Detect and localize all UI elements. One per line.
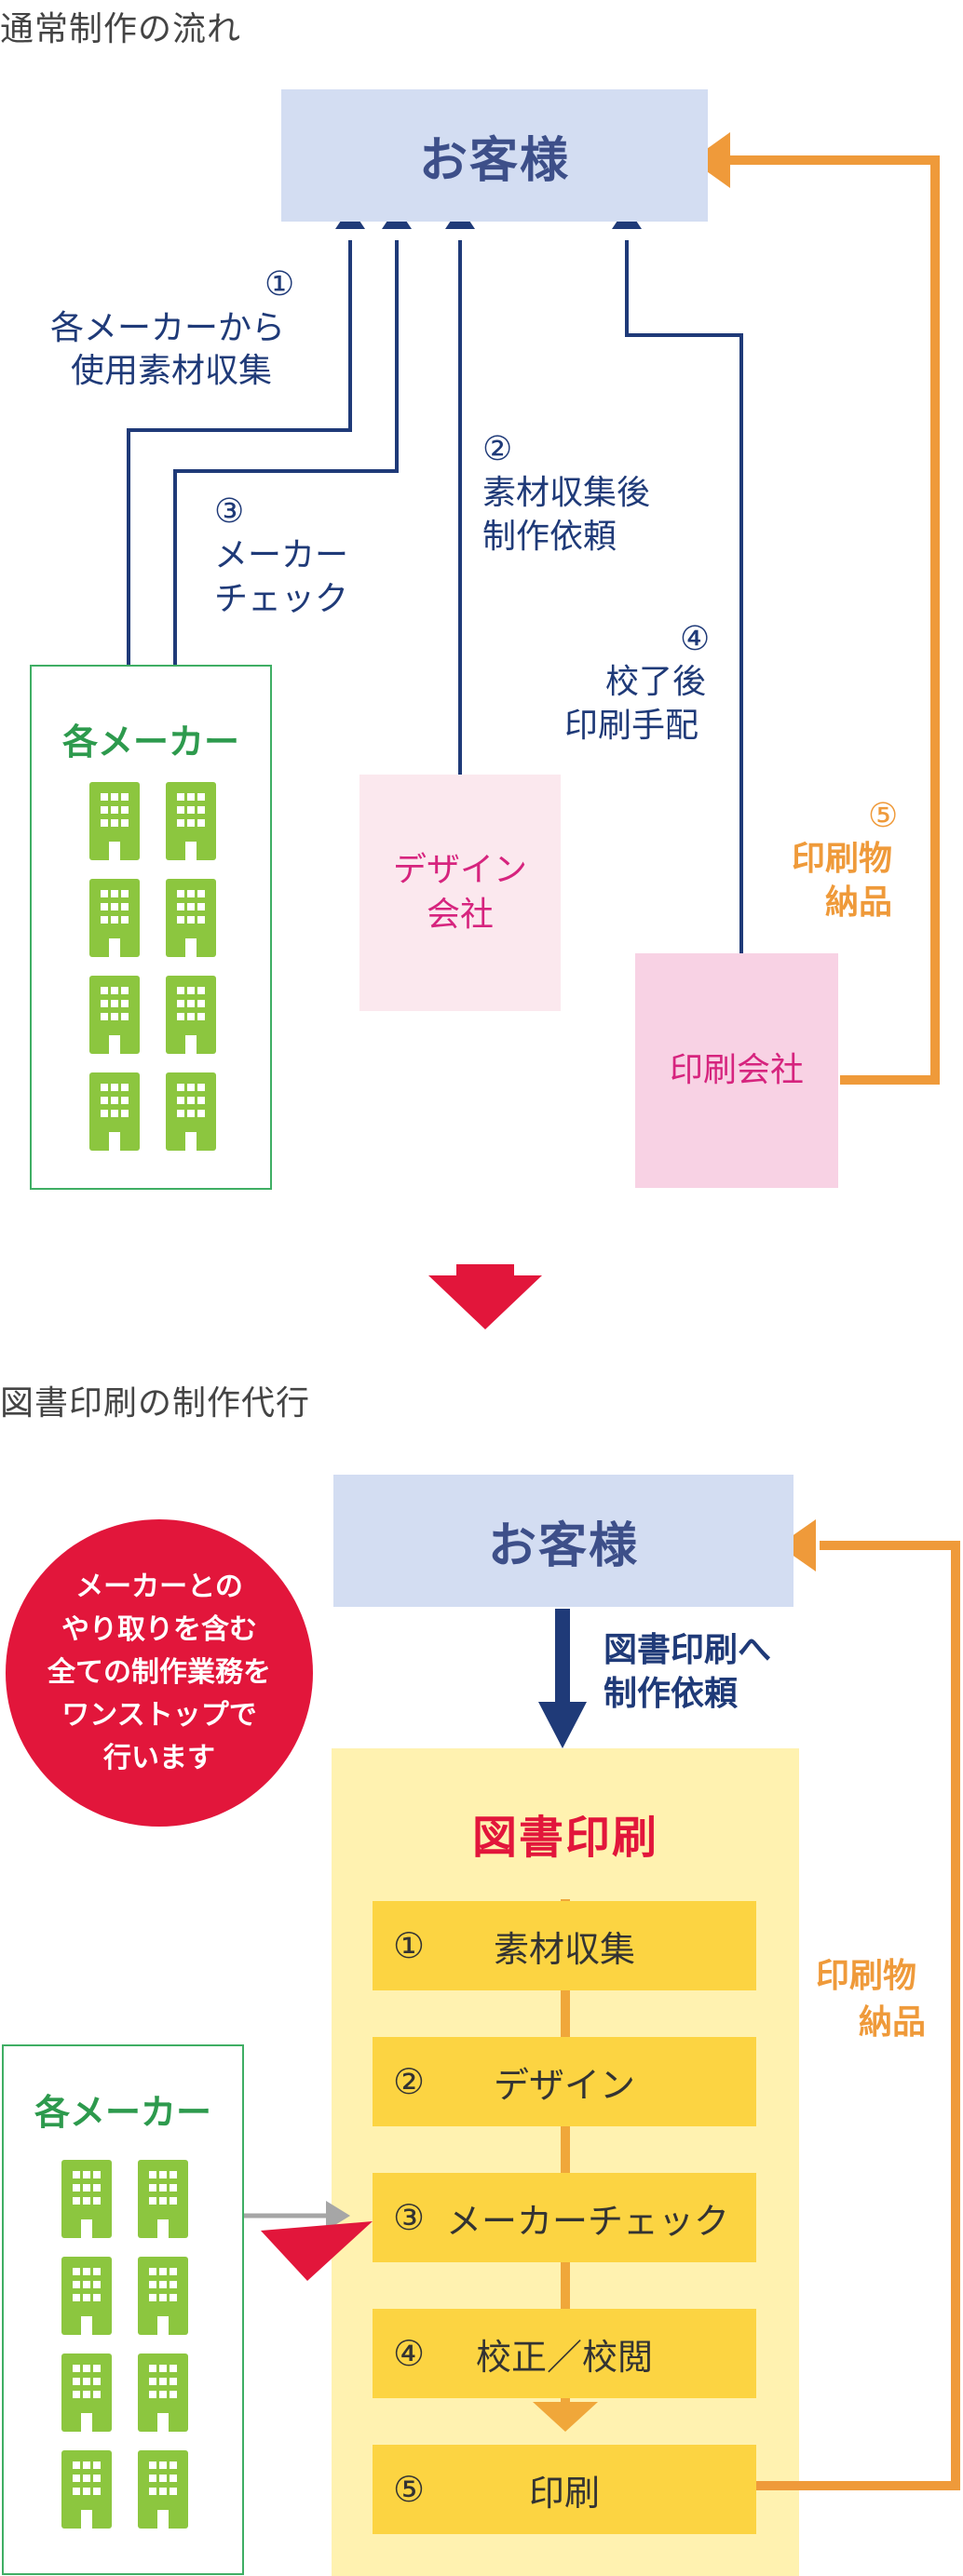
building-icon bbox=[166, 1072, 216, 1151]
label2-line2: 制作依頼 bbox=[482, 518, 617, 556]
exchange-arrowhead-right bbox=[326, 2201, 350, 2231]
label1-num: ① bbox=[264, 265, 295, 303]
customer-box-2: お客様 bbox=[333, 1475, 793, 1607]
delivery-arrowhead-2 bbox=[779, 1519, 816, 1571]
label4-line1: 校了後 bbox=[605, 663, 707, 701]
request-label-line1: 図書印刷へ bbox=[604, 1631, 772, 1669]
navy-lines bbox=[127, 240, 743, 976]
step-5-label: 印刷 bbox=[528, 2472, 600, 2514]
step-1-label: 素材収集 bbox=[493, 1928, 635, 1970]
request-label-line2: 制作依頼 bbox=[604, 1675, 739, 1713]
request-arrow-shaft bbox=[555, 1609, 570, 1704]
building-icon bbox=[89, 782, 140, 860]
makers-title-2: 各メーカー bbox=[34, 2092, 211, 2133]
step-connector bbox=[561, 1899, 570, 2409]
building-icon bbox=[61, 2353, 112, 2432]
print-company-box: 印刷会社 bbox=[635, 953, 838, 1188]
makers-box-2: 各メーカー bbox=[2, 2044, 244, 2575]
label1-line1: 各メーカーから bbox=[50, 309, 286, 347]
building-icon bbox=[138, 2160, 188, 2238]
building-icon bbox=[61, 2450, 112, 2529]
label1-line2: 使用素材収集 bbox=[71, 352, 273, 390]
building-icon bbox=[138, 2353, 188, 2432]
step-3-label: メーカーチェック bbox=[445, 2200, 729, 2242]
label2-num: ② bbox=[482, 430, 513, 468]
step-3: ③ メーカーチェック bbox=[373, 2173, 756, 2262]
label2-line1: 素材収集後 bbox=[482, 474, 651, 512]
step-connector-arrowhead bbox=[533, 2402, 598, 2432]
building-icon bbox=[61, 2160, 112, 2238]
step-5: ⑤ 印刷 bbox=[373, 2445, 756, 2534]
step-1: ① 素材収集 bbox=[373, 1901, 756, 1990]
customer-box: お客様 bbox=[281, 89, 708, 222]
makers-title: 各メーカー bbox=[61, 722, 239, 762]
section1-title: 通常制作の流れ bbox=[0, 10, 242, 48]
building-icon bbox=[166, 782, 216, 860]
building-icon bbox=[89, 879, 140, 957]
step-4-num: ④ bbox=[393, 2333, 426, 2374]
onestop-bubble: メーカーとの やり取りを含む 全ての制作業務を ワンストップで 行います bbox=[6, 1519, 313, 1827]
label5-line1: 印刷物 bbox=[792, 840, 893, 878]
delivery-line-2 bbox=[754, 1541, 960, 2490]
delivery-label-line1: 印刷物 bbox=[816, 1957, 917, 1995]
tosho-title: 図書印刷 bbox=[471, 1812, 658, 1864]
step-4-label: 校正／校閲 bbox=[475, 2336, 653, 2378]
design-company-line2: 会社 bbox=[426, 896, 494, 934]
design-company-line1: デザイン bbox=[392, 851, 527, 889]
bubble-line1: メーカーとの bbox=[75, 1571, 243, 1603]
step-2: ② デザイン bbox=[373, 2037, 756, 2126]
building-icon bbox=[61, 2257, 112, 2335]
section2-title: 図書印刷の制作代行 bbox=[0, 1384, 311, 1423]
building-icon bbox=[138, 2450, 188, 2529]
building-icon bbox=[89, 1072, 140, 1151]
step-5-num: ⑤ bbox=[393, 2469, 426, 2510]
delivery-line bbox=[728, 155, 940, 1085]
request-arrowhead bbox=[538, 1702, 587, 1748]
step-2-label: デザイン bbox=[493, 2064, 635, 2106]
label3-num: ③ bbox=[214, 492, 245, 531]
delivery-arrowhead bbox=[691, 132, 730, 188]
building-icon bbox=[138, 2257, 188, 2335]
label5-num: ⑤ bbox=[868, 797, 899, 835]
label4-line2: 印刷手配 bbox=[564, 707, 699, 745]
bubble-tail bbox=[261, 2221, 373, 2281]
building-icon bbox=[89, 976, 140, 1054]
design-company-box: デザイン 会社 bbox=[359, 775, 561, 1011]
label4-num: ④ bbox=[680, 620, 711, 658]
makers-box: 各メーカー bbox=[30, 665, 272, 1190]
step-2-num: ② bbox=[393, 2061, 426, 2102]
building-icon bbox=[166, 976, 216, 1054]
bubble-line5: 行います bbox=[103, 1742, 215, 1774]
bubble-line3: 全ての制作業務を bbox=[47, 1656, 271, 1689]
step-4: ④ 校正／校閲 bbox=[373, 2309, 756, 2398]
bubble-line2: やり取りを含む bbox=[61, 1613, 257, 1646]
label5-line2: 納品 bbox=[825, 883, 893, 922]
transition-arrow-icon bbox=[428, 1264, 542, 1329]
bubble-line4: ワンストップで bbox=[61, 1699, 257, 1732]
label3-line2: チェック bbox=[214, 580, 349, 618]
step-1-num: ① bbox=[393, 1925, 426, 1966]
delivery-label-line2: 納品 bbox=[859, 2003, 927, 2042]
label3-line1: メーカー bbox=[214, 536, 349, 574]
building-icon bbox=[166, 879, 216, 957]
step-3-num: ③ bbox=[393, 2197, 426, 2238]
